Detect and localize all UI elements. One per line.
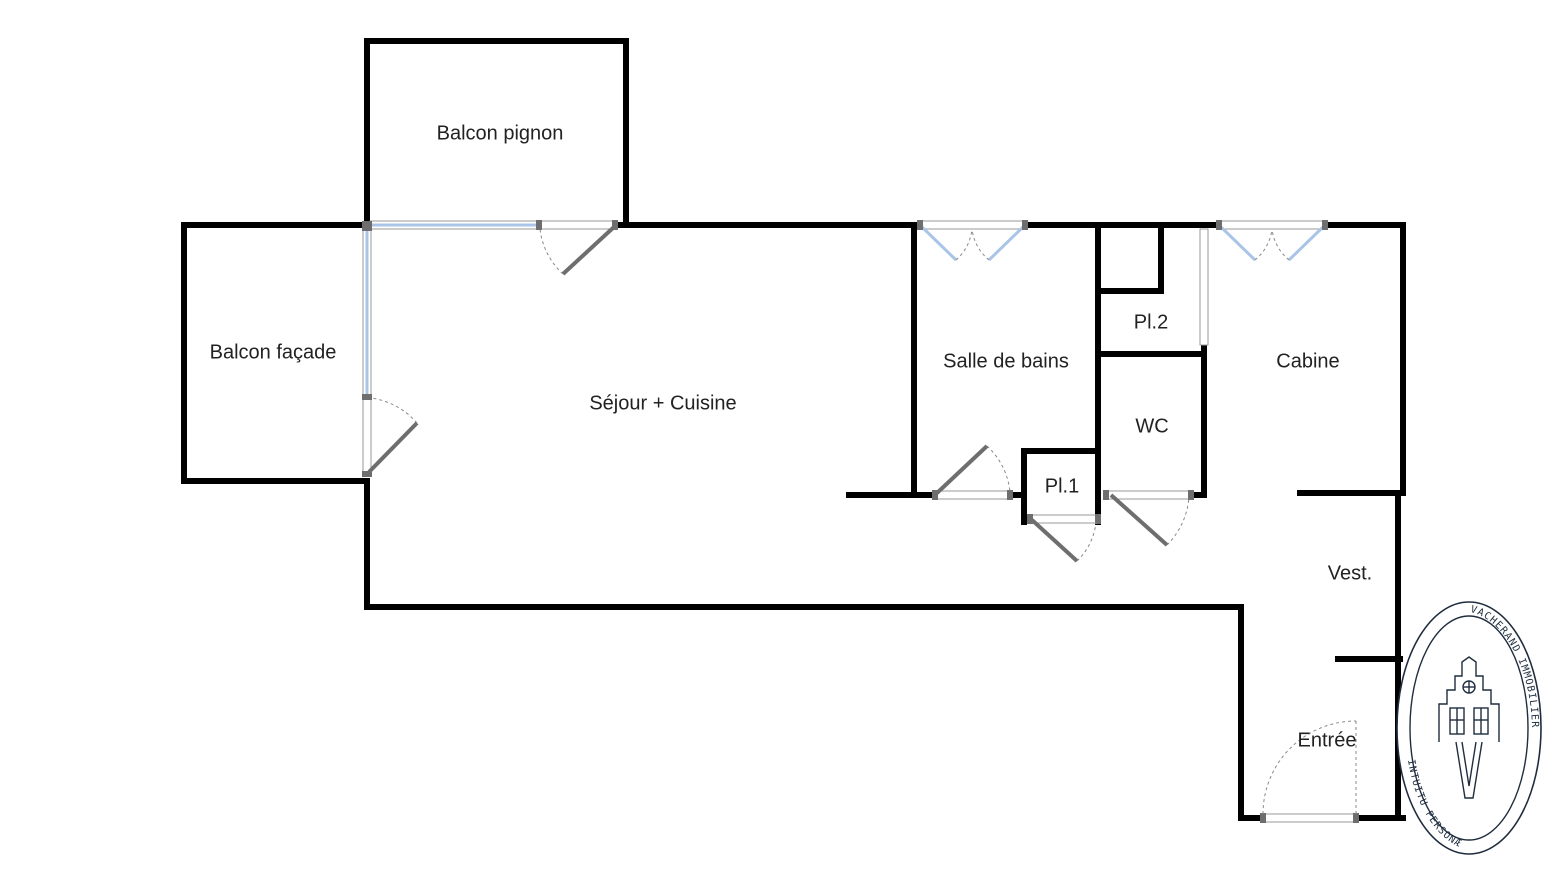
wall-balcon-pignon: [364, 38, 629, 228]
door-balcon-facade-frame: [362, 396, 372, 474]
room-label-cabine: Cabine: [1276, 350, 1339, 372]
door-pl1-jamb-r: [1095, 514, 1101, 524]
window-cabine-jamb-l: [1216, 220, 1222, 230]
walls: [181, 38, 1406, 821]
room-label-pl1: Pl.1: [1045, 475, 1079, 497]
window-sdb-jamb-l: [917, 220, 923, 230]
door-sdb-swing: [986, 445, 1011, 493]
door-entree-frame: [1262, 813, 1357, 823]
room-label-sejour-cuisine: Séjour + Cuisine: [589, 392, 736, 414]
door-entree-jamb-r: [1353, 813, 1359, 823]
door-balcon-facade-leaf: [367, 421, 419, 474]
room-label-wc: WC: [1135, 415, 1168, 437]
door-balcon-facade-swing: [370, 397, 418, 424]
windows: [362, 220, 1328, 397]
door-wc-jamb-l: [1103, 490, 1109, 500]
window-cabine-frame: [1218, 220, 1326, 230]
door-balcon-pignon-jamb-l: [536, 220, 542, 230]
door-balcon-facade-jamb-b: [362, 471, 372, 477]
door-wc-leaf: [1109, 493, 1169, 547]
door-wc-swing: [1166, 496, 1190, 546]
door-balcon-pignon-swing: [539, 228, 564, 275]
opening-cabine-side: [1199, 228, 1209, 346]
wall-sejour-outer: [364, 478, 1266, 821]
window-cabine-leaf-right: [1287, 225, 1325, 262]
room-label-balcon-facade: Balcon façade: [210, 341, 337, 363]
window-sdb-swing-left: [955, 228, 973, 261]
room-labels: Balcon pignon Balcon façade Séjour + Cui…: [210, 122, 1373, 751]
doors: [362, 220, 1359, 823]
window-cabine-swing-right: [1271, 228, 1290, 261]
window-sdb-leaf-right: [987, 225, 1025, 262]
room-label-vestiaire: Vest.: [1328, 562, 1372, 584]
window-sdb-frame: [919, 220, 1026, 230]
agency-stamp: VACHERAND IMMOBILIER INTUITU PERSONÆ: [1396, 601, 1542, 855]
stamp-inner-ring: [1409, 615, 1529, 841]
door-balcon-facade-jamb-t: [362, 394, 372, 400]
door-sdb-frame: [934, 490, 1011, 500]
door-pl1-leaf: [1030, 518, 1079, 563]
door-sdb-leaf: [935, 444, 989, 495]
door-balcon-pignon-jamb-r: [612, 220, 618, 230]
room-label-pl2: Pl.2: [1134, 311, 1168, 333]
door-entree-swing: [1262, 720, 1357, 815]
door-wc-frame: [1105, 490, 1191, 500]
window-sdb-leaf-left: [920, 225, 958, 262]
door-pl1-jamb-l: [1027, 514, 1033, 524]
door-balcon-pignon-frame: [539, 220, 616, 230]
door-wc-jamb-r: [1188, 490, 1194, 500]
door-sdb-jamb-r: [1007, 490, 1013, 500]
door-entree-jamb-l: [1260, 813, 1266, 823]
wall-top-cabine: [1322, 222, 1406, 496]
door-balcon-pignon-leaf: [561, 225, 616, 276]
room-label-entree: Entrée: [1298, 729, 1357, 751]
door-pl1-frame: [1029, 514, 1099, 524]
stamp-outer-ring: [1396, 601, 1542, 855]
house-icon: [1438, 656, 1500, 799]
window-jamb: [362, 221, 372, 231]
window-cabine-jamb-r: [1322, 220, 1328, 230]
room-label-balcon-pignon: Balcon pignon: [437, 122, 564, 144]
door-sdb-jamb-l: [932, 490, 938, 500]
window-cabine-swing-left: [1254, 228, 1273, 261]
door-pl1-swing: [1076, 521, 1097, 562]
wall-balcon-facade: [181, 222, 370, 484]
window-cabine-leaf-left: [1219, 225, 1257, 262]
window-sdb-swing-right: [971, 228, 990, 261]
window-sdb-jamb-r: [1022, 220, 1028, 230]
room-label-salle-de-bains: Salle de bains: [943, 350, 1069, 372]
wall-pl2: [1095, 222, 1164, 294]
